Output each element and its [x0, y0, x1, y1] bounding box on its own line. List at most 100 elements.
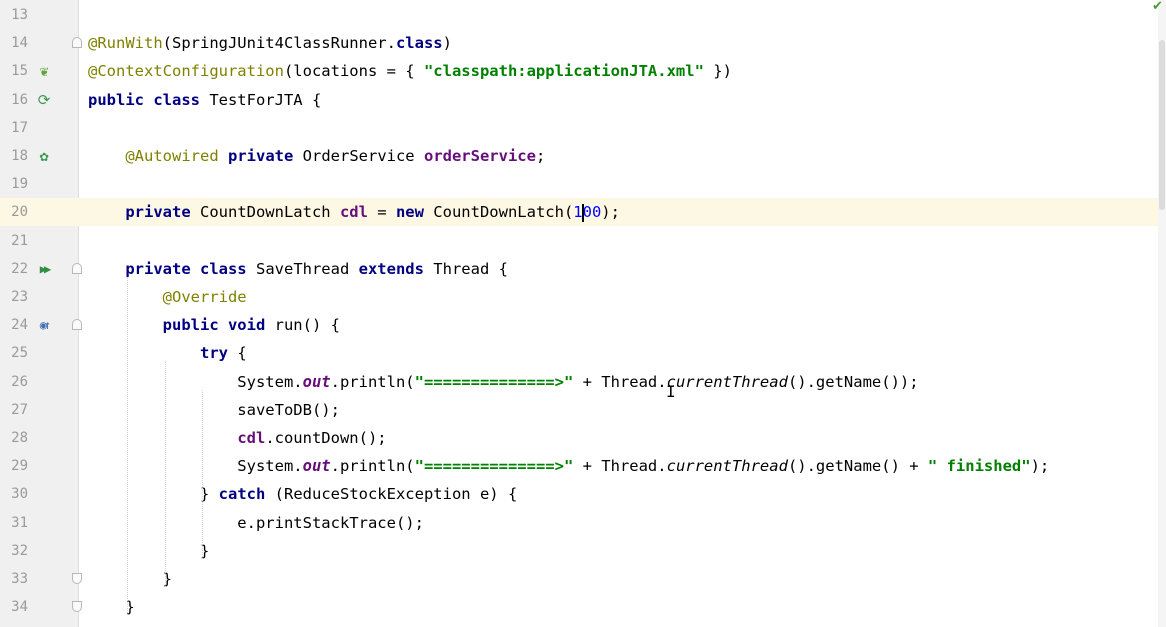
line-number[interactable]: 21	[11, 232, 28, 249]
code-token: cdl	[237, 429, 266, 447]
line-number[interactable]: 33	[11, 571, 28, 587]
code-text[interactable]: private class SaveThread extends Thread …	[88, 255, 508, 283]
code-token: "==============>"	[414, 457, 574, 476]
code-text[interactable]: }	[88, 565, 172, 593]
code-token: run() {	[265, 316, 340, 335]
code-text[interactable]: try {	[88, 339, 247, 367]
code-text[interactable]: e.printStackTrace();	[88, 509, 424, 537]
code-text[interactable]: @ContextConfiguration(locations = { "cla…	[88, 57, 732, 85]
code-token: 00	[582, 203, 602, 222]
code-line[interactable]: 31 e.printStackTrace();	[0, 509, 1158, 537]
code-token: ().getName());	[787, 372, 919, 391]
line-number[interactable]: 26	[11, 373, 28, 390]
code-token	[88, 260, 125, 278]
code-line[interactable]: 19	[0, 170, 1158, 198]
line-number[interactable]: 34	[11, 599, 28, 616]
override-icon[interactable]: ◉↑	[39, 318, 51, 333]
autowired-bean-icon[interactable]: ✿	[39, 147, 49, 165]
code-token: out	[302, 457, 331, 476]
fold-end-icon[interactable]	[72, 573, 82, 584]
code-token: System.	[88, 457, 303, 476]
code-line[interactable]: 20 private CountDownLatch cdl = new Coun…	[0, 198, 1158, 227]
code-token: private	[125, 203, 191, 222]
code-line[interactable]: 22 ▶▶ private class SaveThread extends Th…	[0, 255, 1158, 283]
code-line[interactable]: 14 @RunWith(SpringJUnit4ClassRunner.class…	[0, 29, 1158, 57]
code-text[interactable]: }	[88, 593, 135, 621]
line-number[interactable]: 16	[11, 91, 28, 108]
code-text[interactable]: } catch (ReduceStockException e) {	[88, 480, 517, 508]
run-test-icon[interactable]: ⟳	[37, 90, 51, 109]
line-number[interactable]: 22	[11, 260, 28, 277]
fold-start-icon[interactable]	[72, 37, 82, 49]
fold-end-icon[interactable]	[72, 601, 82, 613]
code-line[interactable]: 24 ◉↑ public void run() {	[0, 311, 1158, 339]
line-number[interactable]: 24	[11, 317, 28, 334]
line-number[interactable]: 18	[11, 148, 28, 164]
scrollbar-thumb[interactable]	[1159, 40, 1165, 210]
code-line[interactable]: 17	[0, 114, 1158, 142]
line-number[interactable]: 20	[0, 198, 28, 227]
code-text[interactable]: @RunWith(SpringJUnit4ClassRunner.class)	[88, 29, 452, 57]
fold-start-icon[interactable]	[72, 262, 82, 274]
line-number[interactable]: 13	[11, 7, 28, 23]
code-token: @Override	[162, 288, 247, 306]
line-number[interactable]: 28	[11, 430, 28, 446]
code-token: )	[442, 34, 452, 53]
vertical-scrollbar[interactable]	[1158, 0, 1166, 627]
code-line[interactable]: 16 ⟳ public class TestForJTA {	[0, 86, 1158, 114]
code-text[interactable]: public void run() {	[88, 311, 340, 339]
code-line[interactable]: 23 @Override	[0, 283, 1158, 311]
line-number[interactable]: 29	[11, 458, 28, 475]
code-line[interactable]: 27 saveToDB();	[0, 396, 1158, 424]
code-text[interactable]: cdl.countDown();	[88, 424, 386, 452]
line-number[interactable]: 25	[11, 345, 28, 362]
code-text[interactable]: saveToDB();	[88, 396, 340, 424]
code-line[interactable]: 21	[0, 227, 1158, 255]
line-number[interactable]: 15	[11, 63, 28, 80]
code-line[interactable]: 18 ✿ @Autowired private OrderService orde…	[0, 142, 1158, 170]
code-line[interactable]: 29 System.out.println("==============>" …	[0, 452, 1158, 480]
code-token: }	[88, 598, 135, 617]
code-token: {	[227, 344, 247, 363]
line-number[interactable]: 23	[11, 289, 28, 305]
code-text[interactable]: System.out.println("==============>" + T…	[88, 368, 919, 396]
code-token: .println(	[330, 457, 415, 476]
code-line[interactable]: 28 cdl.countDown();	[0, 424, 1158, 452]
code-token: out	[302, 372, 331, 391]
code-token: TestForJTA {	[199, 90, 322, 109]
code-text[interactable]: @Autowired private OrderService orderSer…	[88, 142, 545, 170]
code-text[interactable]: public class TestForJTA {	[88, 86, 321, 114]
line-number[interactable]: 32	[11, 542, 28, 559]
spring-bean-icon[interactable]: ❦	[39, 62, 49, 81]
code-line[interactable]: 25 try {	[0, 339, 1158, 367]
code-token: CountDownLatch(	[423, 203, 574, 222]
indent-guide	[164, 361, 166, 587]
mouse-ibeam-cursor: I	[666, 382, 676, 401]
code-text[interactable]: System.out.println("==============>" + T…	[88, 452, 1049, 480]
code-line[interactable]: 33 }	[0, 565, 1158, 593]
run-icon[interactable]: ▶▶	[39, 261, 51, 276]
fold-start-icon[interactable]	[72, 319, 82, 331]
code-token: orderService	[423, 147, 536, 165]
code-line[interactable]: 32 }	[0, 537, 1158, 565]
code-line[interactable]: 30 } catch (ReduceStockException e) {	[0, 480, 1158, 508]
code-token: Thread {	[423, 259, 508, 278]
code-text[interactable]: private CountDownLatch cdl = new CountDo…	[88, 198, 620, 226]
code-text[interactable]: @Override	[88, 283, 247, 311]
code-token: 1	[573, 203, 583, 222]
line-number[interactable]: 14	[11, 35, 28, 52]
code-line[interactable]: 26 System.out.println("==============>" …	[0, 368, 1158, 396]
line-number[interactable]: 30	[11, 486, 28, 503]
code-token: (locations = {	[283, 62, 424, 81]
line-number[interactable]: 19	[11, 176, 28, 193]
line-number[interactable]: 17	[11, 119, 28, 136]
code-line[interactable]: 13	[0, 1, 1158, 29]
code-line[interactable]: 15 ❦ @ContextConfiguration(locations = { "…	[0, 57, 1158, 85]
code-token: })	[703, 62, 732, 81]
code-text[interactable]: }	[88, 537, 209, 565]
code-token: private	[228, 147, 294, 165]
line-number[interactable]: 31	[11, 514, 28, 531]
line-number[interactable]: 27	[11, 401, 28, 418]
code-line[interactable]: 34 }	[0, 593, 1158, 621]
